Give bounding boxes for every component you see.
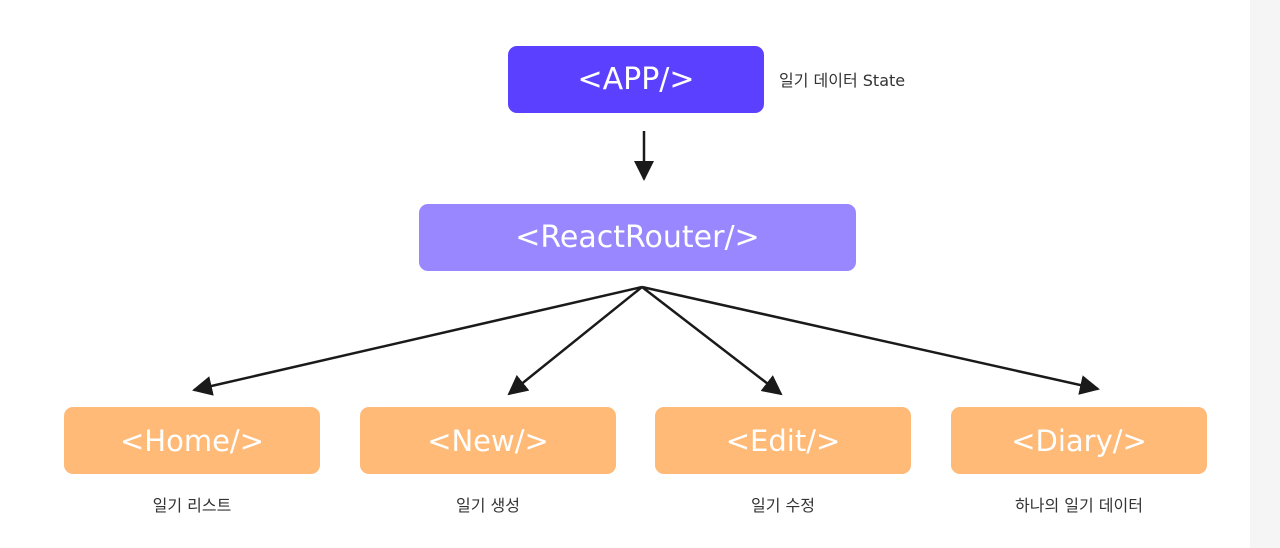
- home-node[interactable]: <Home/>: [64, 407, 320, 474]
- app-node[interactable]: <APP/>: [508, 46, 764, 113]
- edge-router-to-diary: [641, 285, 1100, 395]
- edge-router-to-new: [507, 286, 643, 396]
- scrollbar-track[interactable]: [1250, 0, 1280, 548]
- app-caption: 일기 데이터 State: [779, 71, 906, 90]
- new-caption: 일기 생성: [456, 496, 520, 515]
- edge-router-to-edit: [641, 286, 783, 396]
- diary-caption: 하나의 일기 데이터: [1015, 496, 1143, 515]
- edge-router-to-home: [192, 285, 643, 396]
- react-router-node[interactable]: <ReactRouter/>: [419, 204, 856, 271]
- home-caption: 일기 리스트: [152, 496, 232, 515]
- new-node[interactable]: <New/>: [360, 407, 616, 474]
- edit-node[interactable]: <Edit/>: [655, 407, 911, 474]
- edit-caption: 일기 수정: [751, 496, 815, 515]
- diary-node[interactable]: <Diary/>: [951, 407, 1207, 474]
